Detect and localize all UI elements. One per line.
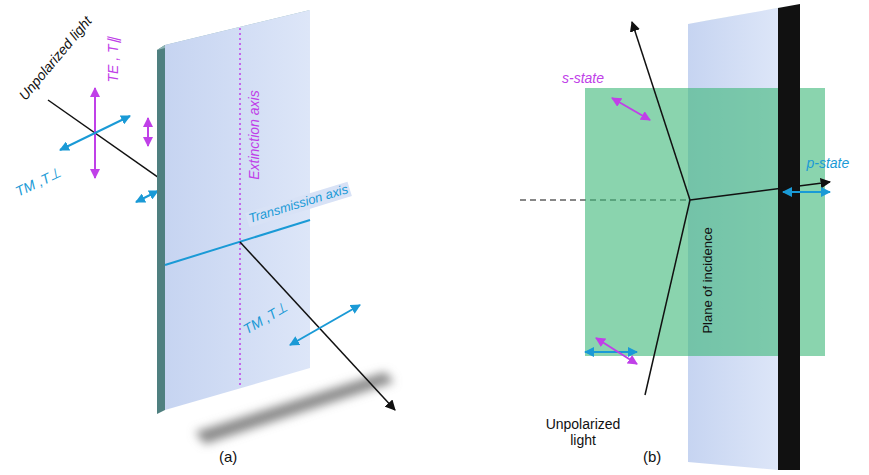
incident-ray: [48, 100, 160, 179]
tm-arrow: [60, 116, 130, 150]
state-label: s-state: [562, 70, 604, 86]
state-label: p-state: [807, 155, 850, 171]
te-label: TE , T∥: [104, 37, 120, 82]
transmitted-ray: [240, 242, 395, 410]
transmission-axis-line: [165, 220, 310, 265]
panel-label: (a): [219, 448, 237, 465]
incident-ray-b: [645, 200, 690, 395]
tm-small-arrow: [136, 191, 158, 202]
light-label: Unpolarized light: [538, 416, 628, 448]
s-arrow-in: [596, 338, 637, 364]
p-state-arrow: [783, 191, 830, 193]
reflected-ray: [632, 22, 690, 200]
plane-label: Plane of incidence: [701, 227, 716, 333]
plate-b-edge: [778, 4, 800, 470]
p-arrow-in: [585, 351, 637, 353]
axis-label: Extinction axis: [245, 90, 261, 179]
tm-label: TM ,T⊥: [12, 164, 63, 199]
s-state-arrow: [612, 98, 650, 120]
plate-edge: [157, 45, 165, 414]
te-small-arrow: [147, 118, 149, 146]
light-label: Unpolarized light: [15, 13, 94, 103]
refracted-ray: [690, 182, 830, 200]
panel-label: (b): [643, 448, 661, 465]
tm-arrow-out: [290, 305, 360, 345]
extinction-axis-line: [239, 28, 241, 388]
